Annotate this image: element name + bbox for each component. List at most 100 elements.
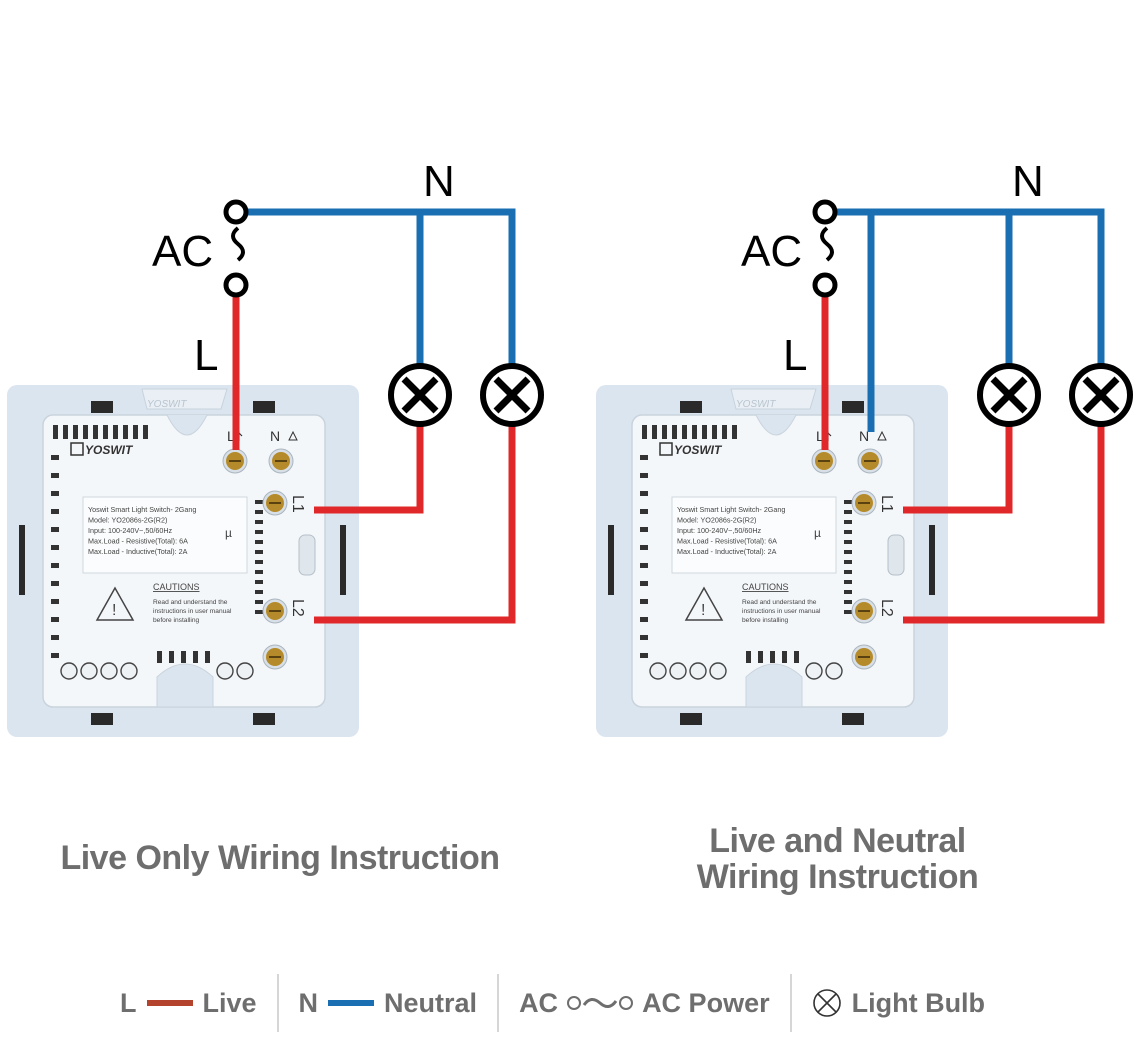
label-ac: AC bbox=[152, 227, 213, 276]
vent-slot bbox=[844, 580, 852, 584]
info-line: Yoswit Smart Light Switch- 2Gang bbox=[88, 505, 196, 514]
cautions-line: before installing bbox=[153, 617, 200, 624]
connector bbox=[60, 662, 78, 680]
legend-bulb: Light Bulb bbox=[792, 972, 1005, 1034]
legend-live-letter: L bbox=[120, 987, 137, 1018]
vent-slot bbox=[640, 491, 648, 496]
live-wire-l1 bbox=[314, 421, 424, 514]
vent-slot bbox=[83, 425, 88, 439]
connector bbox=[100, 662, 118, 680]
vent-slot bbox=[732, 425, 737, 439]
live-wire-l2 bbox=[903, 421, 1105, 624]
vent-slot bbox=[133, 425, 138, 439]
terminal-label-n: N bbox=[270, 428, 280, 444]
label-ac: AC bbox=[741, 227, 802, 276]
plate-slot bbox=[608, 525, 614, 595]
connector bbox=[709, 662, 727, 680]
mount-slot bbox=[680, 401, 702, 413]
ac-terminal-icon bbox=[812, 272, 838, 298]
info-line: Input: 100-240V~,50/60Hz bbox=[677, 526, 762, 535]
cautions-line: Read and understand the bbox=[742, 599, 817, 606]
vent-slot bbox=[51, 599, 59, 604]
terminal-label-l: L bbox=[816, 428, 824, 444]
connector bbox=[216, 662, 234, 680]
vent-slot bbox=[722, 425, 727, 439]
vent-slot bbox=[844, 500, 852, 504]
cautions-line: instructions in user manual bbox=[742, 608, 821, 615]
caption-line: Wiring Instruction bbox=[696, 858, 979, 896]
vent-slot bbox=[51, 617, 59, 622]
neutral-line-icon bbox=[328, 1000, 375, 1006]
vent-slot bbox=[255, 610, 263, 614]
cautions-title: CAUTIONS bbox=[742, 582, 789, 592]
legend-neutral-label: Neutral bbox=[384, 987, 478, 1018]
vent-slot bbox=[844, 510, 852, 514]
vent-slot bbox=[169, 651, 174, 663]
caption-line: Live and Neutral bbox=[709, 822, 966, 860]
legend: L Live N Neutral AC AC Power Light Bu bbox=[100, 972, 1040, 1034]
ac-wave-icon bbox=[820, 226, 834, 262]
brand-logo-icon bbox=[659, 442, 673, 456]
info-line: Max.Load - Inductive(Total): 2A bbox=[677, 547, 777, 556]
bulb-cross bbox=[401, 376, 439, 414]
vent-slot bbox=[255, 540, 263, 544]
vent-slot bbox=[51, 545, 59, 550]
legend-ac-label: AC Power bbox=[642, 987, 770, 1018]
vent-slot bbox=[844, 600, 852, 604]
vent-slot bbox=[844, 560, 852, 564]
vent-slot bbox=[255, 570, 263, 574]
vent-slot bbox=[63, 425, 68, 439]
vent-slot bbox=[255, 590, 263, 594]
legend-live-label: Live bbox=[202, 987, 257, 1018]
caption-live-and-neutral: Live and Neutral Wiring Instruction bbox=[620, 823, 1055, 895]
vent-slot bbox=[640, 617, 648, 622]
info-line: Max.Load - Inductive(Total): 2A bbox=[88, 547, 188, 556]
connector bbox=[669, 662, 687, 680]
vent-slot bbox=[640, 563, 648, 568]
vent-slot bbox=[640, 635, 648, 640]
plate-slot bbox=[19, 525, 25, 595]
vent-slot bbox=[51, 491, 59, 496]
connector bbox=[120, 662, 138, 680]
vent-slot bbox=[255, 520, 263, 524]
legend-neutral-letter: N bbox=[298, 987, 319, 1018]
vent-slot bbox=[51, 455, 59, 460]
vent-slot bbox=[640, 545, 648, 550]
vent-slot bbox=[255, 500, 263, 504]
terminal-label-l2: L2 bbox=[878, 599, 895, 617]
cautions-line: before installing bbox=[742, 617, 789, 624]
mount-slot bbox=[253, 713, 275, 725]
vent-slot bbox=[640, 527, 648, 532]
mount-slot bbox=[680, 713, 702, 725]
vent-slot bbox=[672, 425, 677, 439]
cautions-line: instructions in user manual bbox=[153, 608, 232, 615]
relay-symbol: µ bbox=[225, 526, 232, 540]
info-line: Yoswit Smart Light Switch- 2Gang bbox=[677, 505, 785, 514]
legend-ac-letter: AC bbox=[519, 987, 559, 1018]
top-notch bbox=[755, 414, 797, 436]
neutral-wire bbox=[244, 208, 516, 369]
terminal-label-l1: L1 bbox=[878, 495, 895, 513]
vent-slot bbox=[662, 425, 667, 439]
vent-slot bbox=[123, 425, 128, 439]
vent-slot bbox=[640, 509, 648, 514]
connector bbox=[649, 662, 667, 680]
vent-slot bbox=[682, 425, 687, 439]
caution-mark: ! bbox=[112, 602, 116, 619]
connector bbox=[805, 662, 823, 680]
vent-slot bbox=[51, 653, 59, 658]
vent-slot bbox=[157, 651, 162, 663]
mounting-tab bbox=[141, 388, 228, 410]
caption-line: Live Only Wiring Instruction bbox=[60, 839, 500, 877]
ac-terminal-icon bbox=[223, 199, 249, 225]
vent-slot bbox=[844, 610, 852, 614]
vent-slot bbox=[640, 473, 648, 478]
ac-terminal-icon bbox=[812, 199, 838, 225]
mount-slot bbox=[842, 713, 864, 725]
mounting-tab bbox=[730, 388, 817, 410]
cautions-title: CAUTIONS bbox=[153, 582, 200, 592]
vent-slot bbox=[205, 651, 210, 663]
caution-icon bbox=[684, 586, 724, 621]
info-label bbox=[82, 496, 248, 574]
vent-slot bbox=[51, 509, 59, 514]
